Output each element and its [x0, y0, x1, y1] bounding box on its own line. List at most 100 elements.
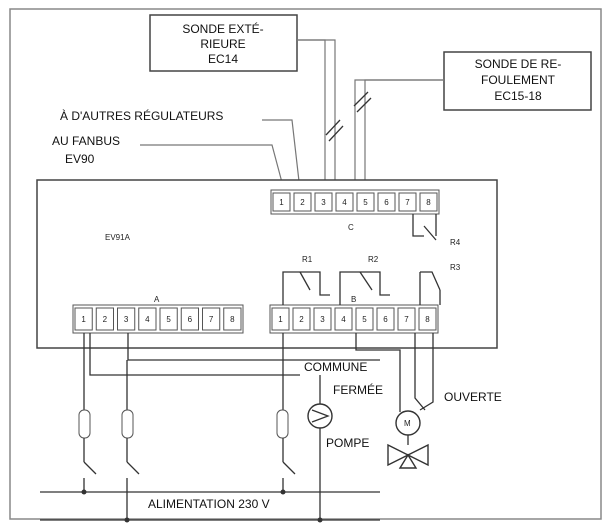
- sensor-outdoor-box: [149, 14, 298, 72]
- three-way-valve-icon: [387, 443, 429, 469]
- bottom-left-terminal-label: 1: [81, 315, 86, 324]
- common-label: COMMUNE: [304, 360, 367, 374]
- fanbus-wire: [140, 144, 285, 191]
- switch-2: [126, 461, 140, 492]
- bottom-right-terminal-1: [271, 307, 290, 331]
- bottom-left-terminal-label: 8: [230, 315, 235, 324]
- sensor-supply-line1: SONDE DE RE-: [475, 57, 562, 71]
- valve-closed-wire: [414, 333, 426, 411]
- bottom-right-terminal-7: [397, 307, 416, 331]
- outdoor-cable-break: [325, 119, 344, 142]
- top-terminal-2: [293, 192, 312, 212]
- group-c-label: C: [348, 223, 354, 232]
- left-neutral-wire: [89, 333, 300, 376]
- supply-sensor-wire-a: [354, 79, 444, 190]
- top-terminal-label: 8: [426, 198, 431, 207]
- bottom-right-terminal-label: 2: [299, 315, 304, 324]
- left-phase-wire: [127, 333, 380, 361]
- bottom-left-terminal-1: [74, 307, 93, 331]
- bottom-left-terminal-7: [202, 307, 221, 331]
- relay-r2-label: R2: [368, 255, 379, 264]
- sensor-supply-line3: EC15-18: [494, 89, 542, 103]
- bottom-right-terminal-3: [313, 307, 332, 331]
- valve-open-wire: [419, 333, 434, 411]
- sensor-outdoor-line1: SONDE EXTÉ-: [182, 21, 263, 36]
- outdoor-sensor-wire-a: [297, 39, 326, 190]
- top-terminal-label: 1: [279, 198, 284, 207]
- sensor-outdoor-line2: RIEURE: [200, 37, 245, 51]
- supply-sensor-wire-b: [364, 79, 444, 190]
- bottom-right-terminal-8: [418, 307, 437, 331]
- junction-4: [317, 517, 323, 523]
- sensor-outdoor-line3: EC14: [208, 52, 238, 66]
- pump: POMPE: [307, 375, 369, 520]
- sensor-supply-box: [443, 51, 592, 111]
- relay-r4-label: R4: [450, 238, 461, 247]
- top-terminal-4: [335, 192, 354, 212]
- bottom-left-terminal-label: 4: [145, 315, 150, 324]
- pump-label: POMPE: [326, 436, 369, 450]
- bottom-left-terminal-4: [138, 307, 157, 331]
- outer-frame: [9, 8, 602, 520]
- bottom-left-terminal-label: 5: [166, 315, 171, 324]
- sensor-outdoor-label: SONDE EXTÉ- RIEURE EC14: [149, 14, 298, 72]
- sensor-supply-line2: FOULEMENT: [481, 73, 556, 87]
- relay-r1-label: R1: [302, 255, 313, 264]
- bottom-right-terminal-label: 5: [362, 315, 367, 324]
- top-terminal-label: 3: [321, 198, 326, 207]
- bottom-right-terminal-label: 4: [341, 315, 346, 324]
- fuse-1: [78, 409, 91, 462]
- bottom-right-terminal-label: 6: [383, 315, 388, 324]
- bottom-left-terminal-label: 3: [124, 315, 129, 324]
- ev90-label: EV90: [65, 152, 95, 166]
- junction-3: [280, 489, 286, 495]
- fuse-3: [276, 333, 289, 462]
- bottom-left-terminal-6: [180, 307, 199, 331]
- open-label: OUVERTE: [444, 390, 502, 404]
- relay-r1: R1: [282, 255, 330, 305]
- bottom-right-terminal-label: 3: [320, 315, 325, 324]
- bottom-left-terminal-2: [95, 307, 114, 331]
- top-terminal-3: [314, 192, 333, 212]
- top-terminal-label: 6: [384, 198, 389, 207]
- bottom-right-terminal-strip: 1 2 3 4 5 6 7 8: [269, 304, 439, 334]
- sensor-supply-label: SONDE DE RE- FOULEMENT EC15-18: [443, 51, 592, 111]
- bottom-left-terminal-label: 6: [188, 315, 193, 324]
- top-terminal-label: 5: [363, 198, 368, 207]
- fanbus-label: AU FANBUS: [52, 134, 120, 148]
- bottom-right-terminal-4: [334, 307, 353, 331]
- bottom-left-terminal-8: [223, 307, 242, 331]
- top-terminal-5: [356, 192, 375, 212]
- switch-1: [83, 461, 97, 492]
- bottom-right-terminal-6: [376, 307, 395, 331]
- bottom-left-terminal-3: [117, 307, 136, 331]
- valve-common-wire: [355, 333, 401, 412]
- top-terminal-label: 4: [342, 198, 347, 207]
- bottom-right-terminal-label: 7: [404, 315, 409, 324]
- bottom-left-terminal-label: 7: [209, 315, 214, 324]
- bottom-right-terminal-label: 8: [425, 315, 430, 324]
- bottom-right-terminal-label: 1: [278, 315, 283, 324]
- power-label: ALIMENTATION 230 V: [148, 497, 270, 511]
- bottom-right-terminal-2: [292, 307, 311, 331]
- fuse-2: [121, 409, 134, 462]
- top-terminal-7: [398, 192, 417, 212]
- controller-model-label: EV91A: [105, 233, 131, 242]
- top-terminal-1: [272, 192, 291, 212]
- top-terminal-label: 7: [405, 198, 410, 207]
- top-terminal-8: [419, 192, 438, 212]
- top-terminal-6: [377, 192, 396, 212]
- relay-r3-label: R3: [450, 263, 461, 272]
- outdoor-sensor-wire-b: [297, 39, 336, 190]
- switch-3: [282, 461, 296, 492]
- other-regulators-label: À D'AUTRES RÉGULATEURS: [60, 108, 223, 123]
- motor-valve: M: [387, 410, 429, 469]
- bottom-left-terminal-strip: 1 2 3 4 5 6 7 8: [72, 304, 244, 334]
- relay-r4: R4: [412, 214, 461, 247]
- bottom-left-terminal-label: 2: [103, 315, 108, 324]
- motor-letter: M: [404, 419, 411, 428]
- relay-r3: R3: [419, 263, 461, 305]
